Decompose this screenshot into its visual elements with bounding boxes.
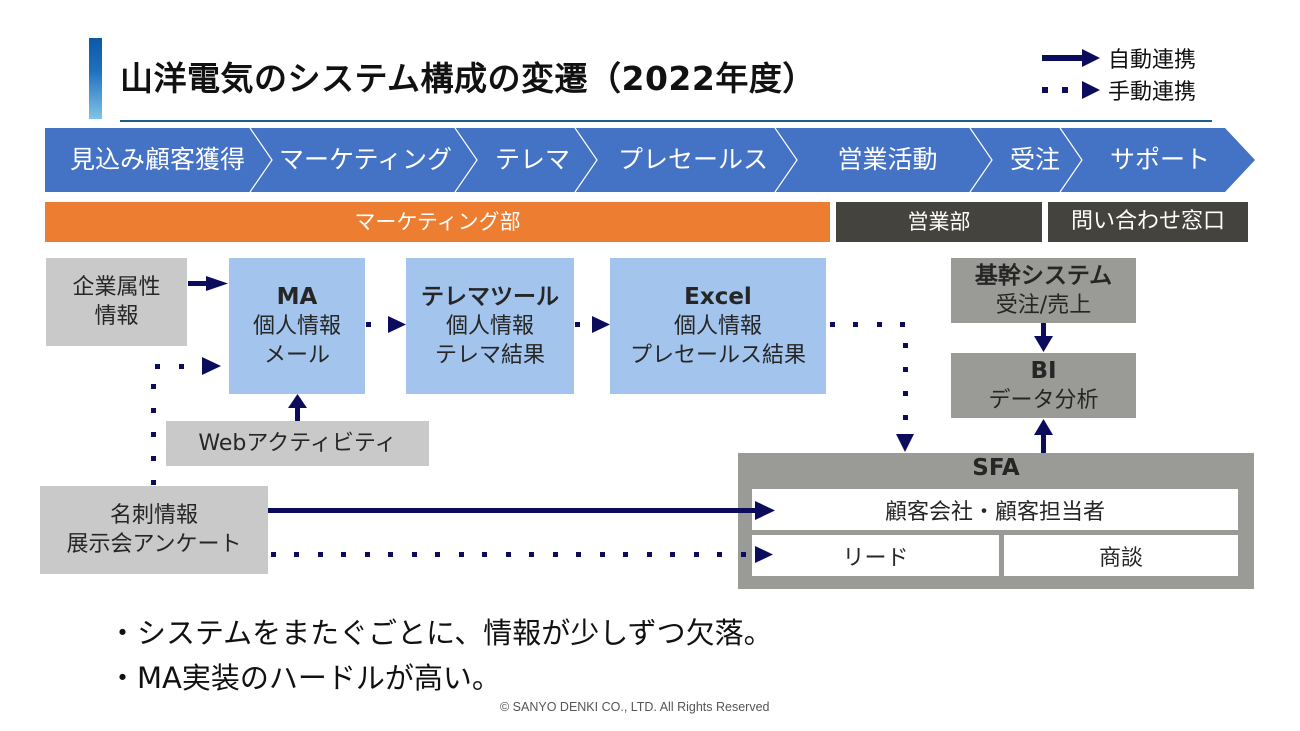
- dept-inquiry: 問い合わせ窓口: [1048, 202, 1248, 242]
- page-title: 山洋電気のシステム構成の変遷（2022年度）: [120, 59, 816, 98]
- ma-system-box: MA 個人情報 メール: [229, 258, 365, 394]
- arrow-cards-to-sfa-accounts: [268, 501, 775, 520]
- arrow-telema-to-excel: [575, 316, 610, 333]
- sfa-accounts-label: 顧客会社・顧客担当者: [884, 499, 1105, 525]
- bullet-1: ・システムをまたぐごとに、情報が少しずつ欠落。: [108, 616, 773, 650]
- web-activity-box: Webアクティビティ: [166, 421, 429, 466]
- process-step-1-shape: [45, 128, 272, 192]
- legend-auto: 自動連携: [1040, 42, 1196, 74]
- business-cards-line-1: 名刺情報: [109, 503, 198, 528]
- sfa-deals-label: 商談: [1098, 545, 1143, 571]
- excel-line-1: 個人情報: [673, 313, 762, 339]
- title-accent-bar: [89, 38, 102, 119]
- arrow-web-to-ma: [288, 394, 307, 421]
- process-step-4: プレセールス: [617, 145, 768, 174]
- process-step-7-shape: [1060, 128, 1255, 192]
- business-cards-box: 名刺情報 展示会アンケート: [40, 486, 268, 574]
- arrow-sfa-to-bi: [1034, 419, 1053, 453]
- arrow-company-to-ma: [188, 276, 228, 291]
- company-attributes-line-2: 情報: [94, 304, 139, 329]
- process-step-5: 営業活動: [837, 145, 938, 174]
- process-step-2: マーケティング: [278, 145, 452, 174]
- sfa-leads-cell: リード: [752, 535, 999, 576]
- excel-name: Excel: [684, 283, 752, 310]
- telema-tool-line-1: 個人情報: [445, 313, 534, 339]
- excel-box: Excel 個人情報 プレセールス結果: [610, 258, 826, 394]
- core-system-line-1: 受注/売上: [995, 292, 1092, 318]
- dept-marketing: マーケティング部: [45, 202, 830, 242]
- dotted-arrow-icon: [1042, 81, 1100, 99]
- company-attributes-box: 企業属性 情報: [46, 258, 187, 346]
- legend-auto-label: 自動連携: [1108, 48, 1197, 73]
- sfa-deals-cell: 商談: [1004, 535, 1238, 576]
- bi-box: BI データ分析: [951, 353, 1136, 418]
- sfa-accounts-cell: 顧客会社・顧客担当者: [752, 489, 1238, 530]
- bi-name: BI: [1030, 357, 1057, 384]
- dept-sales: 営業部: [836, 202, 1042, 242]
- legend-manual-label: 手動連携: [1108, 80, 1197, 105]
- solid-arrow-icon: [1042, 49, 1100, 67]
- ma-system-line-1: 個人情報: [252, 313, 341, 339]
- process-step-2-shape: [250, 128, 477, 192]
- telema-tool-box: テレマツール 個人情報 テレマ結果: [406, 258, 574, 394]
- process-step-7: サポート: [1109, 145, 1210, 174]
- process-flow: [45, 128, 1255, 192]
- legend-manual: 手動連携: [1040, 74, 1196, 106]
- sfa-leads-label: リード: [842, 545, 909, 571]
- arrow-cards-to-sfa-leads: [271, 546, 773, 563]
- telema-tool-line-2: テレマ結果: [434, 342, 545, 368]
- company-attributes-line-1: 企業属性: [72, 275, 161, 300]
- process-step-1: 見込み顧客獲得: [69, 145, 245, 174]
- business-cards-line-2: 展示会アンケート: [66, 532, 242, 557]
- title-divider: [120, 120, 1212, 122]
- sfa-title: SFA: [972, 455, 1020, 481]
- process-step-3-shape: [455, 128, 597, 192]
- arrow-ma-to-telema: [366, 316, 406, 333]
- core-system-box: 基幹システム 受注/売上: [951, 258, 1136, 323]
- web-activity-label: Webアクティビティ: [198, 431, 397, 456]
- process-step-4-shape: [575, 128, 797, 192]
- process-step-6-shape: [970, 128, 1082, 192]
- ma-system-name: MA: [276, 283, 318, 310]
- excel-line-2: プレセールス結果: [629, 342, 806, 368]
- arrow-core-to-bi: [1034, 323, 1053, 352]
- process-step-6: 受注: [1009, 145, 1060, 174]
- bullet-2: ・MA実装のハードルが高い。: [108, 661, 501, 695]
- copyright: © SANYO DENKI CO., LTD. All Rights Reser…: [500, 700, 770, 714]
- core-system-name: 基幹システム: [974, 262, 1113, 289]
- ma-system-line-2: メール: [263, 342, 330, 368]
- process-step-5-shape: [775, 128, 992, 192]
- bi-line-1: データ分析: [988, 387, 1099, 413]
- telema-tool-name: テレマツール: [421, 283, 559, 310]
- process-step-3: テレマ: [494, 145, 570, 174]
- arrow-excel-to-sfa: [830, 322, 914, 452]
